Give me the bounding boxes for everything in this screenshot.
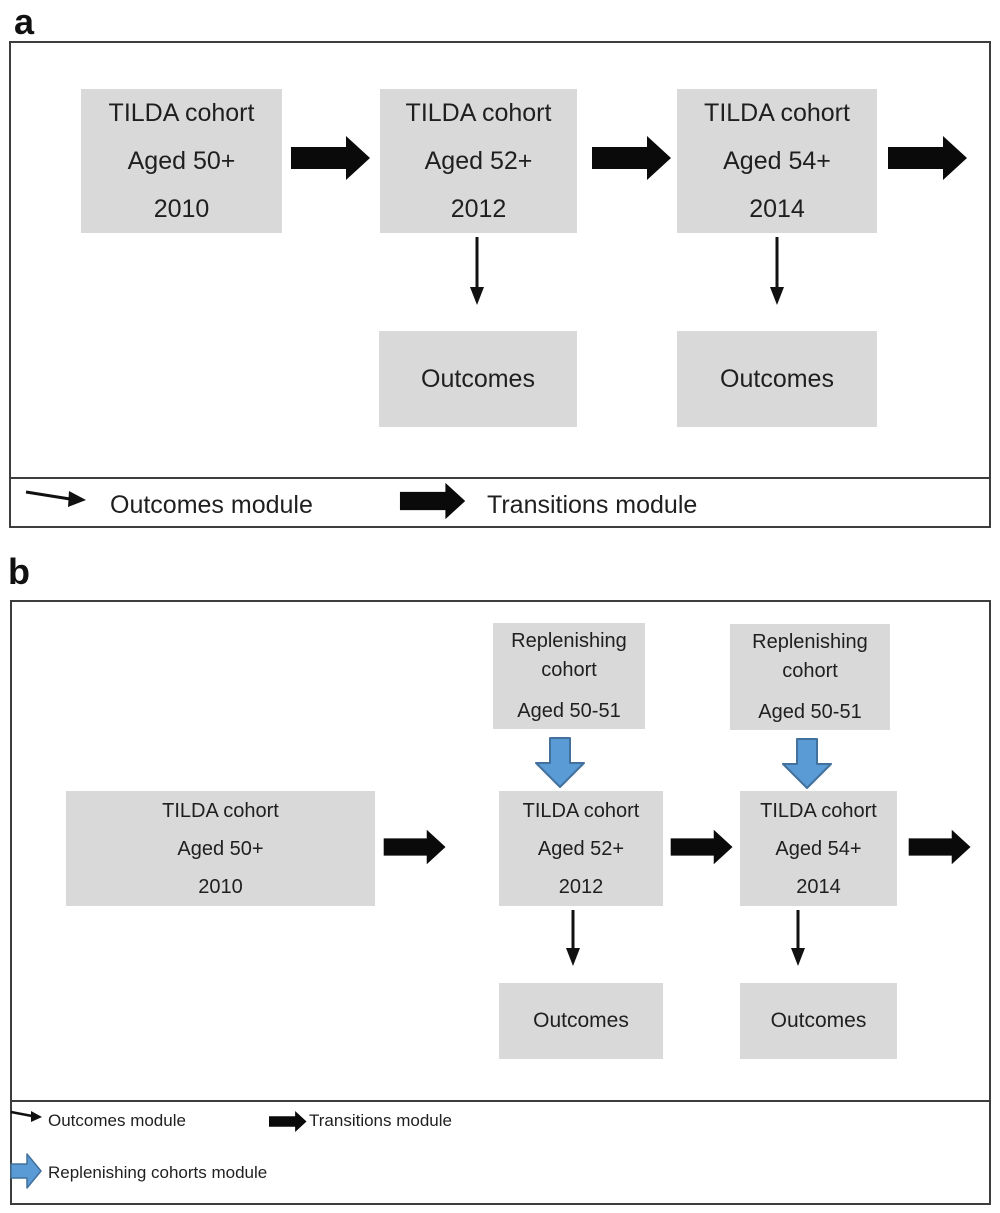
box-text-line: Outcomes [421, 364, 535, 393]
box-text-line: 2014 [749, 195, 805, 223]
box-text-line: Aged 50+ [177, 837, 264, 860]
box-text-line: cohort [541, 658, 597, 681]
panel-b-label: b [8, 551, 30, 592]
box-text-line: Aged 52+ [537, 837, 625, 860]
outcomes-arrow-icon [566, 910, 580, 966]
outcomes-arrow-icon [25, 490, 86, 507]
panel-a-label: a [14, 1, 35, 42]
box-text-line: TILDA cohort [760, 799, 877, 822]
box-text-line: Outcomes [533, 1009, 629, 1032]
legend-outcomes-label: Outcomes module [110, 491, 313, 519]
transitions-arrow-icon [888, 136, 967, 180]
box-text-line: Outcomes [770, 1009, 867, 1032]
outcomes-arrow-icon [770, 237, 784, 305]
box-text-line: 2012 [450, 195, 507, 223]
box-text-line: Aged 52+ [424, 147, 533, 175]
box-text-line: cohort [782, 659, 838, 682]
transitions-arrow-icon [908, 829, 971, 865]
box-text-line: 2010 [153, 195, 210, 223]
transitions-arrow-icon [383, 829, 446, 865]
box-text-line: Outcomes [720, 364, 834, 393]
box-text-line: TILDA cohort [162, 799, 279, 822]
box-text-line: TILDA cohort [704, 99, 850, 127]
transitions-arrow-icon [269, 1111, 307, 1132]
legend-transitions-label: Transitions module [309, 1111, 452, 1130]
panel-b-cohort-2012-box: TILDA cohort Aged 52+ 2012 [499, 791, 663, 906]
outcomes-arrow-icon [470, 237, 484, 305]
panel-a-outcomes-right-box: Outcomes [677, 331, 877, 427]
replenishing-arrow-icon [10, 1153, 42, 1189]
panel-b-cohort-2014-box: TILDA cohort Aged 54+ 2014 [740, 791, 897, 906]
box-text-line: TILDA cohort [522, 799, 640, 822]
outcomes-arrow-icon [10, 1110, 42, 1122]
outcomes-arrow-icon [791, 910, 805, 966]
box-text-line: TILDA cohort [405, 99, 552, 127]
box-text-line: Replenishing [511, 629, 627, 652]
panel-a-cohort-2012-box: TILDA cohort Aged 52+ 2012 [380, 89, 577, 233]
box-text-line: 2010 [198, 875, 243, 898]
box-text-line: Aged 54+ [723, 147, 831, 175]
box-text-line: Aged 50+ [127, 147, 236, 175]
replenishing-arrow-icon [782, 738, 832, 789]
box-text-line: Aged 54+ [775, 837, 862, 860]
box-text-line: 2012 [558, 875, 604, 898]
legend-divider [9, 477, 991, 479]
box-text-line: Aged 50-51 [758, 700, 862, 723]
legend-transitions-label: Transitions module [487, 491, 698, 519]
legend-outcomes-label: Outcomes module [48, 1111, 186, 1130]
panel-b-replenishing-right-box: Replenishing cohort Aged 50-51 [730, 624, 890, 730]
transitions-arrow-icon [592, 136, 671, 180]
box-text-line: Replenishing [752, 630, 868, 653]
panel-b-replenishing-left-box: Replenishing cohort Aged 50-51 [493, 623, 645, 729]
legend-divider [10, 1100, 991, 1102]
panel-b-cohort-2010-box: TILDA cohort Aged 50+ 2010 [66, 791, 375, 906]
panel-b-outcomes-right-box: Outcomes [740, 983, 897, 1059]
box-text-line: 2014 [796, 875, 841, 898]
transitions-arrow-icon [399, 482, 466, 520]
panel-a-cohort-2014-box: TILDA cohort Aged 54+ 2014 [677, 89, 877, 233]
panel-a-cohort-2010-box: TILDA cohort Aged 50+ 2010 [81, 89, 282, 233]
transitions-arrow-icon [670, 829, 733, 865]
box-text-line: TILDA cohort [108, 99, 255, 127]
panel-b-outcomes-left-box: Outcomes [499, 983, 663, 1059]
transitions-arrow-icon [291, 136, 370, 180]
box-text-line: Aged 50-51 [517, 699, 621, 722]
legend-replenishing-label: Replenishing cohorts module [48, 1163, 268, 1182]
panel-a-outcomes-left-box: Outcomes [379, 331, 577, 427]
replenishing-arrow-icon [535, 737, 585, 788]
